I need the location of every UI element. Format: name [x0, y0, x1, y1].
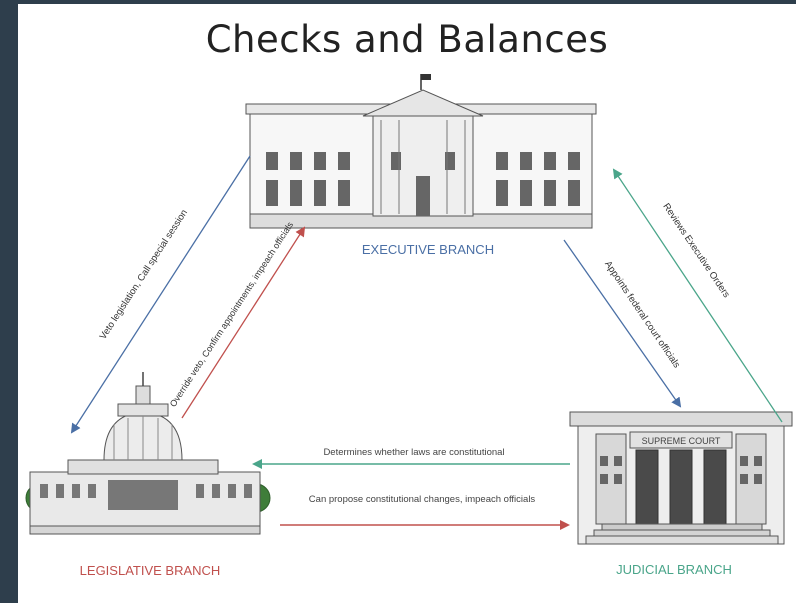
check-label-leg-to-jud: Can propose constitutional changes, impe…	[309, 494, 536, 505]
legislative-branch-label: LEGISLATIVE BRANCH	[80, 563, 221, 578]
arrow-jud-to-exec	[612, 168, 783, 423]
executive-branch-label: EXECUTIVE BRANCH	[362, 242, 494, 257]
court-sign-text: SUPREME COURT	[642, 436, 721, 446]
checks-diagram: EXECUTIVE BRANCH	[25, 74, 793, 578]
arrow-exec-to-leg	[70, 155, 251, 434]
check-label-leg-to-exec: Override veto, Confirm appointments, imp…	[168, 220, 296, 409]
check-label-jud-to-exec: Reviews Executive Orders	[660, 201, 732, 300]
white-house-icon	[245, 74, 597, 229]
capitol-icon	[25, 372, 271, 535]
judicial-branch-label: JUDICIAL BRANCH	[616, 562, 732, 577]
check-label-exec-to-jud: Appoints federal court officials	[602, 259, 682, 370]
arrow-exec-to-jud	[563, 239, 682, 408]
diagram-title: Checks and Balances	[205, 18, 609, 61]
check-label-jud-to-leg: Determines whether laws are constitution…	[323, 447, 504, 458]
diagram-panel: Checks and Balances	[18, 4, 796, 603]
arrow-leg-to-exec	[181, 226, 306, 419]
supreme-court-icon: SUPREME COURT	[569, 411, 793, 545]
